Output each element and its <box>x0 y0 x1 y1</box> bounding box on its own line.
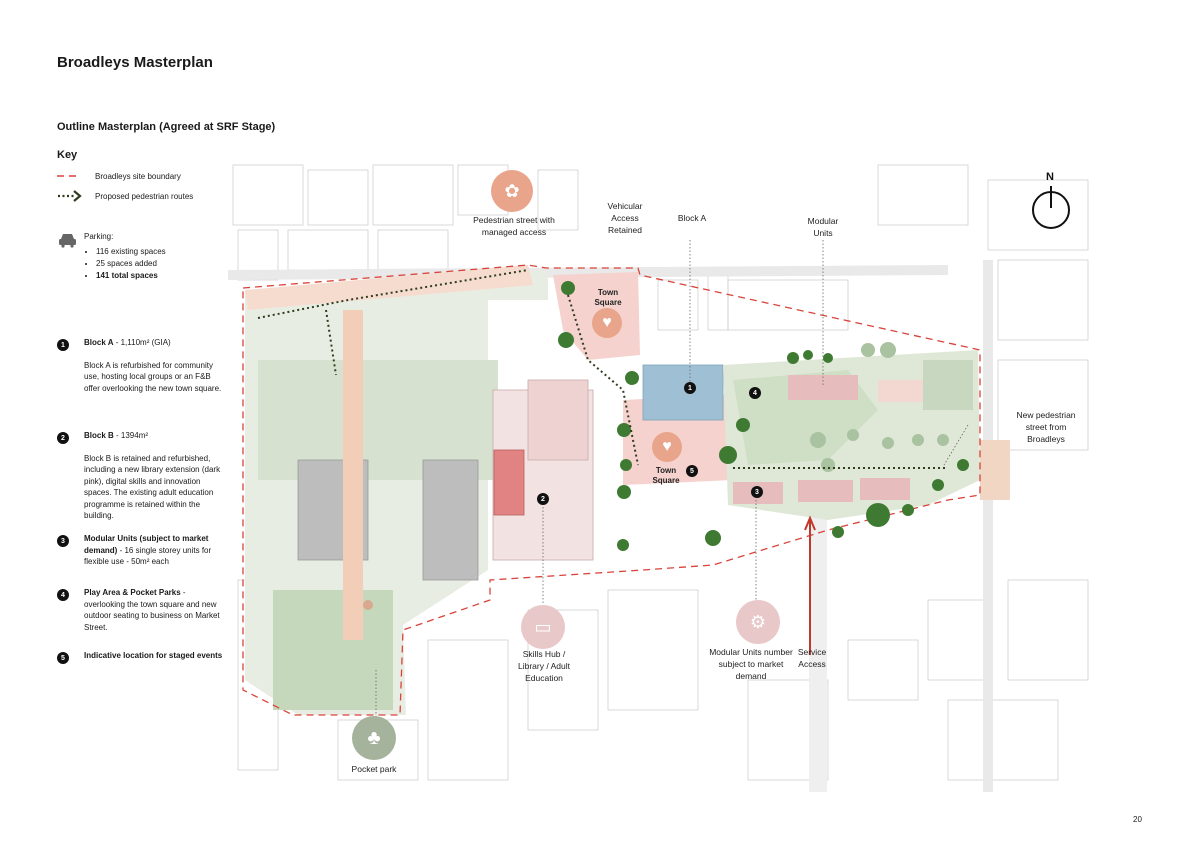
modular-units-label: Modular Units <box>807 216 839 238</box>
town-square-label: Town Square <box>652 466 680 485</box>
modular-note-label: Modular Units number subject to market d… <box>709 647 793 681</box>
note-block-a: Block A - 1,110m² (GIA) Block A is refur… <box>84 337 224 394</box>
note-events: Indicative location for staged events <box>84 650 224 662</box>
note-title-rest: - 1,110m² (GIA) <box>113 338 171 347</box>
heart-icon: ♥ <box>652 432 682 462</box>
note-title: Block B <box>84 431 114 440</box>
town-square-label: Town Square <box>594 288 622 307</box>
page-title: Broadleys Masterplan <box>57 54 213 71</box>
pocket-park-label: Pocket park <box>351 764 397 774</box>
context-buildings <box>232 164 1089 781</box>
heart-icon: ♥ <box>592 308 622 338</box>
page-subtitle: Outline Masterplan (Agreed at SRF Stage) <box>57 121 276 133</box>
parking-item: 141 total spaces <box>96 270 166 282</box>
note-play-area: Play Area & Pocket Parks - overlooking t… <box>84 587 224 633</box>
pedestrian-street-icon: ✿ <box>491 170 533 212</box>
note-title-rest: - overlooking the town square and new ou… <box>84 588 220 632</box>
car-icon <box>59 234 76 248</box>
map-marker-1: 1 <box>684 382 696 394</box>
key-heading: Key <box>57 149 78 161</box>
service-access-label: Service Access <box>797 647 827 669</box>
note-badge: 3 <box>57 535 69 547</box>
note-body: Block B is retained and refurbished, inc… <box>84 453 221 521</box>
note-badge: 5 <box>57 652 69 664</box>
note-title: Modular Units (subject to market demand) <box>84 534 209 555</box>
pocket-park-icon: ♣ <box>352 716 396 760</box>
note-block-b: Block B - 1394m² Block B is retained and… <box>84 430 224 522</box>
route-legend-label: Proposed pedestrian routes <box>95 192 194 201</box>
pedestrian-street-label: Pedestrian street with managed access <box>473 215 555 237</box>
skills-hub-label: Skills Hub / Library / Adult Education <box>518 649 570 683</box>
note-badge: 1 <box>57 339 69 351</box>
note-body: Block A is refurbished for community use… <box>84 360 222 393</box>
note-modular: Modular Units (subject to market demand)… <box>84 533 224 568</box>
note-title: Play Area & Pocket Parks <box>84 588 181 597</box>
boundary-legend-icon <box>57 175 81 177</box>
parking-item: 25 spaces added <box>96 258 166 270</box>
note-badge: 4 <box>57 589 69 601</box>
parking-heading: Parking: <box>84 232 114 241</box>
north-label: N <box>1046 171 1054 183</box>
note-badge: 2 <box>57 432 69 444</box>
modular-units-icon: ⚙ <box>736 600 780 644</box>
new-ped-street-label: New pedestrian street from Broadleys <box>1016 410 1076 444</box>
masterplan-map: N <box>228 160 1098 792</box>
vehicular-access-label: Vehicular Access Retained <box>607 201 643 235</box>
route-legend-icon <box>58 190 82 202</box>
map-marker-3: 3 <box>751 486 763 498</box>
map-marker-5: 5 <box>686 465 698 477</box>
note-title-rest: - 16 single storey units for flexible us… <box>84 545 212 567</box>
note-title: Block A <box>84 338 114 347</box>
map-marker-2: 2 <box>537 493 549 505</box>
map-marker-4: 4 <box>749 387 761 399</box>
note-title-rest: - 1394m² <box>113 431 149 440</box>
note-title: Indicative location for staged events <box>84 651 223 660</box>
skills-hub-icon: ▭ <box>521 605 565 649</box>
page-number: 20 <box>1133 815 1142 824</box>
parking-list: 116 existing spaces 25 spaces added 141 … <box>84 246 166 282</box>
boundary-legend-label: Broadleys site boundary <box>95 172 181 181</box>
block-a-label: Block A <box>677 213 707 223</box>
parking-item: 116 existing spaces <box>96 246 166 258</box>
